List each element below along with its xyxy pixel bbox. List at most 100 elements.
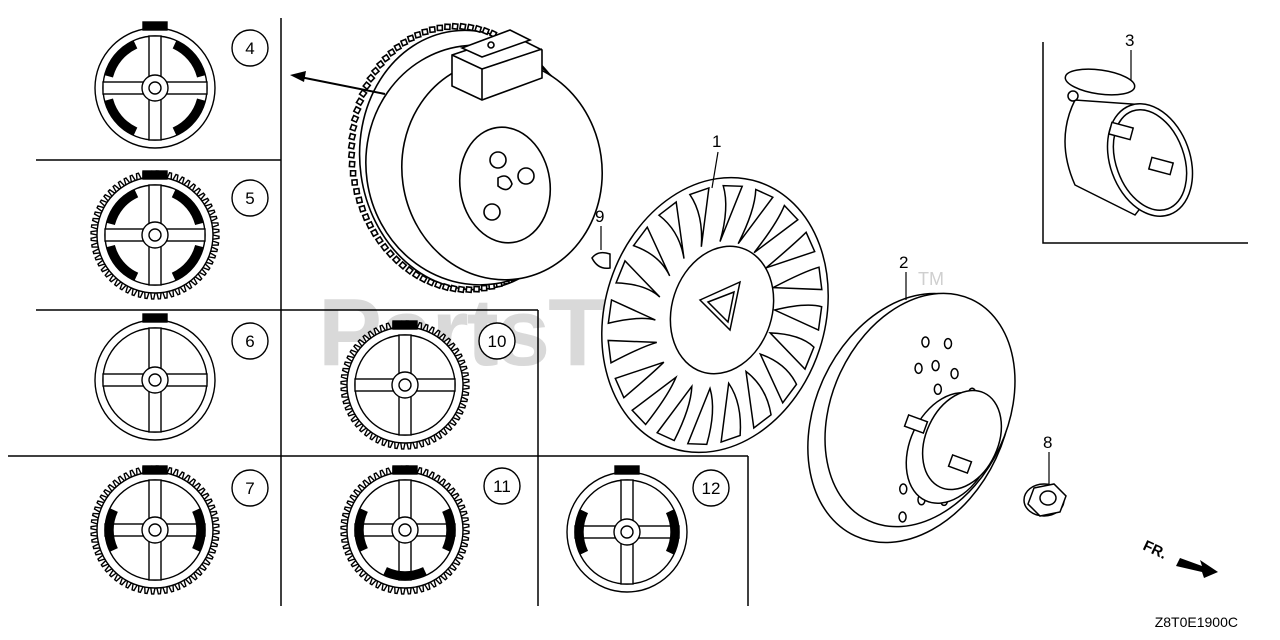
flywheel-tooth xyxy=(369,228,379,238)
callouts: 1 9 2 3 8 xyxy=(595,31,1134,452)
variant-label-7: 7 xyxy=(245,479,254,498)
fan-blade xyxy=(745,369,772,430)
fan-blade xyxy=(657,200,685,259)
flywheel-tooth xyxy=(366,73,376,83)
fan-blade xyxy=(753,204,799,254)
rotor-hub-hole xyxy=(148,228,162,242)
flywheel-tooth xyxy=(433,280,443,290)
rotor-hub-hole xyxy=(148,81,162,95)
flywheel-tooth xyxy=(449,284,458,293)
magnet-pad xyxy=(575,509,589,555)
pulley-hole xyxy=(921,336,930,348)
flywheel-tooth xyxy=(459,22,467,31)
flywheel-tooth xyxy=(391,255,402,265)
flywheel-tooth xyxy=(370,66,381,76)
flywheel-tooth xyxy=(352,105,362,115)
flywheel-tooth xyxy=(466,23,475,32)
variant-number-labels: 4 5 6 7 10 11 12 xyxy=(245,39,720,498)
flywheel-tooth xyxy=(411,270,421,280)
fan-blade xyxy=(719,184,744,242)
callout-2: 2 xyxy=(899,253,908,272)
part-3-box xyxy=(1042,42,1248,244)
flywheel-tooth xyxy=(428,25,436,34)
rotor-v4 xyxy=(94,21,216,149)
front-arrow-icon xyxy=(1176,558,1218,578)
fan-blade xyxy=(768,332,815,371)
diagram-code: Z8T0E1900C xyxy=(1155,614,1238,630)
magnet-pad xyxy=(172,98,206,136)
flywheel-tooth xyxy=(457,285,465,294)
flywheel-tooth xyxy=(348,132,357,141)
starter-pulley[interactable] xyxy=(769,260,1051,576)
rotor-top-tab xyxy=(142,465,168,475)
fan-blade xyxy=(720,381,742,444)
flywheel-tooth xyxy=(362,81,372,91)
magnet-pad xyxy=(355,508,368,552)
flywheel-tooth xyxy=(436,24,444,32)
variant-label-6: 6 xyxy=(245,332,254,351)
pulley-hole xyxy=(931,359,940,372)
flywheel-tooth xyxy=(380,242,390,252)
flywheel-tooth xyxy=(358,204,367,213)
rotor-hub-hole xyxy=(620,525,634,539)
rotor-top-tab xyxy=(614,465,640,475)
flywheel-tooth xyxy=(347,151,356,159)
flywheel-tooth xyxy=(355,196,364,205)
fan-blade xyxy=(614,259,661,298)
pulley-hole xyxy=(914,362,923,375)
magnet-pad xyxy=(106,245,139,281)
pulley-hole xyxy=(943,337,953,350)
variant-rotors xyxy=(90,21,688,595)
rotor-hub-hole xyxy=(148,523,162,537)
variant-grid xyxy=(8,18,749,606)
flywheel-tooth xyxy=(418,274,428,284)
rotor-hub-hole xyxy=(398,378,412,392)
fan-blade xyxy=(607,298,656,325)
pulley-hole xyxy=(933,383,943,395)
woodruff-key[interactable] xyxy=(591,251,611,270)
flywheel-tooth xyxy=(398,260,408,271)
flywheel[interactable] xyxy=(343,16,616,304)
rotor-top-tab xyxy=(392,320,418,330)
flywheel-tooth xyxy=(421,28,429,36)
rotor-v12 xyxy=(566,465,688,593)
pulley-hole xyxy=(950,367,959,380)
flywheel-tooth xyxy=(426,277,436,287)
rotor-v10 xyxy=(340,320,470,450)
callout-1: 1 xyxy=(712,132,721,151)
fan-blade xyxy=(607,339,657,364)
starter-cup[interactable] xyxy=(1064,65,1208,228)
callout-8: 8 xyxy=(1043,433,1052,452)
magnet-pad xyxy=(106,189,139,225)
cooling-fan[interactable] xyxy=(567,148,863,482)
magnet-pad xyxy=(104,98,138,136)
watermark-tm: TM xyxy=(918,269,944,289)
rotor-hub-hole xyxy=(148,373,162,387)
flywheel-tooth xyxy=(399,38,409,47)
magnet-pad xyxy=(171,189,204,225)
fan-blade xyxy=(737,188,774,245)
flywheel-tooth xyxy=(444,23,451,31)
pointer-arrow xyxy=(290,71,386,95)
rotor-top-tab xyxy=(142,21,168,31)
rotor-v7 xyxy=(90,465,220,595)
magnet-pad xyxy=(665,509,679,555)
fan-blade xyxy=(656,383,693,442)
rotor-v11 xyxy=(340,465,470,595)
flywheel-tooth xyxy=(473,285,480,293)
variant-label-4: 4 xyxy=(245,39,254,58)
flywheel-tooth xyxy=(350,114,360,124)
flywheel-tooth xyxy=(465,285,473,294)
variant-label-10: 10 xyxy=(488,332,507,351)
flywheel-tooth xyxy=(355,97,365,107)
flywheel-tooth xyxy=(451,22,459,31)
flange-nut[interactable] xyxy=(1023,483,1067,517)
rotor-top-tab xyxy=(142,313,168,323)
fan-blade xyxy=(614,361,665,399)
flywheel-tooth xyxy=(385,249,396,259)
front-label: FR. xyxy=(1140,537,1169,563)
rotor-v5 xyxy=(90,170,220,300)
callout-3: 3 xyxy=(1125,31,1134,50)
flywheel-tooth xyxy=(349,123,358,132)
